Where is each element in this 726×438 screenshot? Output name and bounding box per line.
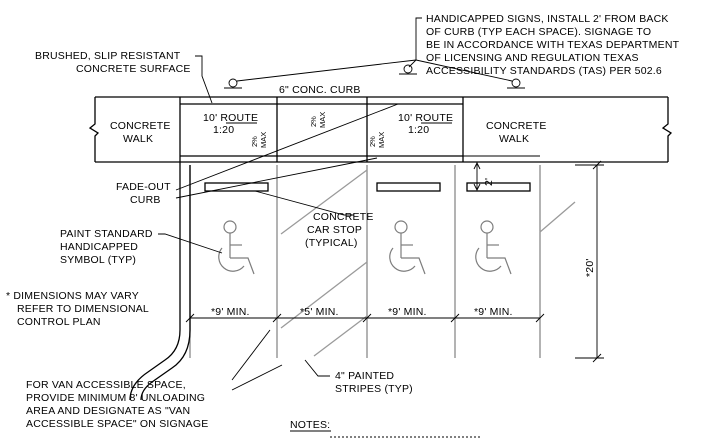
curb-band xyxy=(88,96,673,163)
depth-label: *20' xyxy=(584,258,596,277)
svg-text:PROVIDE MINIMUM 8' UNLOADING: PROVIDE MINIMUM 8' UNLOADING xyxy=(26,392,205,404)
sign-offset-dimension xyxy=(470,161,484,192)
svg-text:MAX: MAX xyxy=(318,112,327,128)
space-1-width: *9' MIN. xyxy=(211,306,250,318)
route-left-label: 10' ROUTE 1:20 xyxy=(203,112,258,136)
sign-post-left xyxy=(224,78,242,89)
svg-text:ACCESSIBLE SPACE" ON SIGNAGE: ACCESSIBLE SPACE" ON SIGNAGE xyxy=(26,418,208,430)
svg-text:2%: 2% xyxy=(368,136,377,147)
svg-text:WALK: WALK xyxy=(499,133,529,145)
svg-text:HANDICAPPED: HANDICAPPED xyxy=(60,241,138,253)
svg-text:CONCRETE: CONCRETE xyxy=(486,120,547,132)
svg-text:* DIMENSIONS MAY VARY: * DIMENSIONS MAY VARY xyxy=(6,290,139,302)
svg-text:CONCRETE: CONCRETE xyxy=(110,120,171,132)
svg-text:BRUSHED, SLIP RESISTANT: BRUSHED, SLIP RESISTANT xyxy=(35,50,181,62)
handicapped-signs-note: HANDICAPPED SIGNS, INSTALL 2' FROM BACK … xyxy=(426,13,680,77)
depth-dimension-line xyxy=(575,160,604,363)
svg-text:ACCESSIBILITY STANDARDS (TAS): ACCESSIBILITY STANDARDS (TAS) PER 502.6 xyxy=(426,65,662,77)
svg-text:OF LICENSING AND REGULATION TE: OF LICENSING AND REGULATION TEXAS xyxy=(426,52,639,64)
svg-text:MAX: MAX xyxy=(259,132,268,148)
paint-symbol-label: PAINT STANDARD HANDICAPPED SYMBOL (TYP) xyxy=(60,228,153,266)
svg-text:SYMBOL (TYP): SYMBOL (TYP) xyxy=(60,254,136,266)
svg-text:BE IN ACCORDANCE WITH TEXAS DE: BE IN ACCORDANCE WITH TEXAS DEPARTMENT xyxy=(426,39,680,51)
fadeout-curb-label: FADE-OUT CURB xyxy=(116,181,171,206)
aisle-width: *5' MIN. xyxy=(300,306,339,318)
svg-text:2%: 2% xyxy=(309,116,318,127)
curb-label: 6" CONC. CURB xyxy=(279,84,361,96)
svg-text:1:20: 1:20 xyxy=(408,124,429,136)
svg-text:AREA AND DESIGNATE AS "VAN: AREA AND DESIGNATE AS "VAN xyxy=(26,405,190,417)
surface-note: BRUSHED, SLIP RESISTANT CONCRETE SURFACE xyxy=(35,50,191,75)
svg-text:2%: 2% xyxy=(250,136,259,147)
handicapped-symbol-icon xyxy=(389,220,426,275)
sign-post-right xyxy=(507,78,525,89)
sign-post-center xyxy=(399,64,417,75)
notes-heading: NOTES: xyxy=(290,419,480,438)
svg-text:FOR VAN ACCESSIBLE SPACE,: FOR VAN ACCESSIBLE SPACE, xyxy=(26,379,186,391)
width-dimension-line xyxy=(185,313,545,323)
van-accessible-note: FOR VAN ACCESSIBLE SPACE, PROVIDE MINIMU… xyxy=(26,379,208,430)
svg-text:PAINT STANDARD: PAINT STANDARD xyxy=(60,228,153,240)
svg-text:CONCRETE SURFACE: CONCRETE SURFACE xyxy=(76,63,191,75)
svg-text:REFER TO DIMENSIONAL: REFER TO DIMENSIONAL xyxy=(17,303,149,315)
leader-lines xyxy=(158,17,513,391)
stripes-label: 4" PAINTED STRIPES (TYP) xyxy=(335,370,413,395)
svg-text:1:20: 1:20 xyxy=(213,124,234,136)
car-stop-label: CONCRETE CAR STOP (TYPICAL) xyxy=(305,211,374,249)
svg-text:CURB: CURB xyxy=(130,194,161,206)
car-stops xyxy=(204,182,531,192)
svg-text:CONCRETE: CONCRETE xyxy=(313,211,374,223)
slope-label-3: 2% MAX xyxy=(368,132,386,148)
space-2-width: *9' MIN. xyxy=(388,306,427,318)
stall-lines xyxy=(189,165,541,358)
svg-text:10' ROUTE: 10' ROUTE xyxy=(203,112,258,124)
walk-right-label: CONCRETE WALK xyxy=(486,120,547,145)
svg-text:FADE-OUT: FADE-OUT xyxy=(116,181,171,193)
svg-text:STRIPES (TYP): STRIPES (TYP) xyxy=(335,383,413,395)
space-3-width: *9' MIN. xyxy=(474,306,513,318)
svg-text:(TYPICAL): (TYPICAL) xyxy=(305,237,358,249)
svg-text:CAR STOP: CAR STOP xyxy=(307,224,362,236)
svg-text:10' ROUTE: 10' ROUTE xyxy=(398,112,453,124)
route-right-label: 10' ROUTE 1:20 xyxy=(398,112,453,136)
svg-text:HANDICAPPED SIGNS, INSTALL 2': HANDICAPPED SIGNS, INSTALL 2' FROM BACK xyxy=(426,13,669,25)
fadeout-curb-edge xyxy=(129,162,191,401)
sign-offset-label: 2' xyxy=(483,178,495,186)
aisle-hatch xyxy=(280,169,576,357)
dimensions-note: * DIMENSIONS MAY VARY REFER TO DIMENSION… xyxy=(6,290,149,328)
svg-text:OF CURB (TYP EACH SPACE). SIGN: OF CURB (TYP EACH SPACE). SIGNAGE TO xyxy=(426,26,651,38)
walk-left-label: CONCRETE WALK xyxy=(110,120,171,145)
handicapped-symbol-icon xyxy=(475,220,512,275)
slope-label-2: 2% MAX xyxy=(309,112,327,128)
svg-text:4" PAINTED: 4" PAINTED xyxy=(335,370,394,382)
svg-text:MAX: MAX xyxy=(377,132,386,148)
slope-label-1: 2% MAX xyxy=(250,132,268,148)
svg-text:WALK: WALK xyxy=(123,133,153,145)
handicapped-symbol-icon xyxy=(218,220,255,275)
svg-text:CONTROL PLAN: CONTROL PLAN xyxy=(17,316,101,328)
svg-text:NOTES:: NOTES: xyxy=(290,419,330,431)
